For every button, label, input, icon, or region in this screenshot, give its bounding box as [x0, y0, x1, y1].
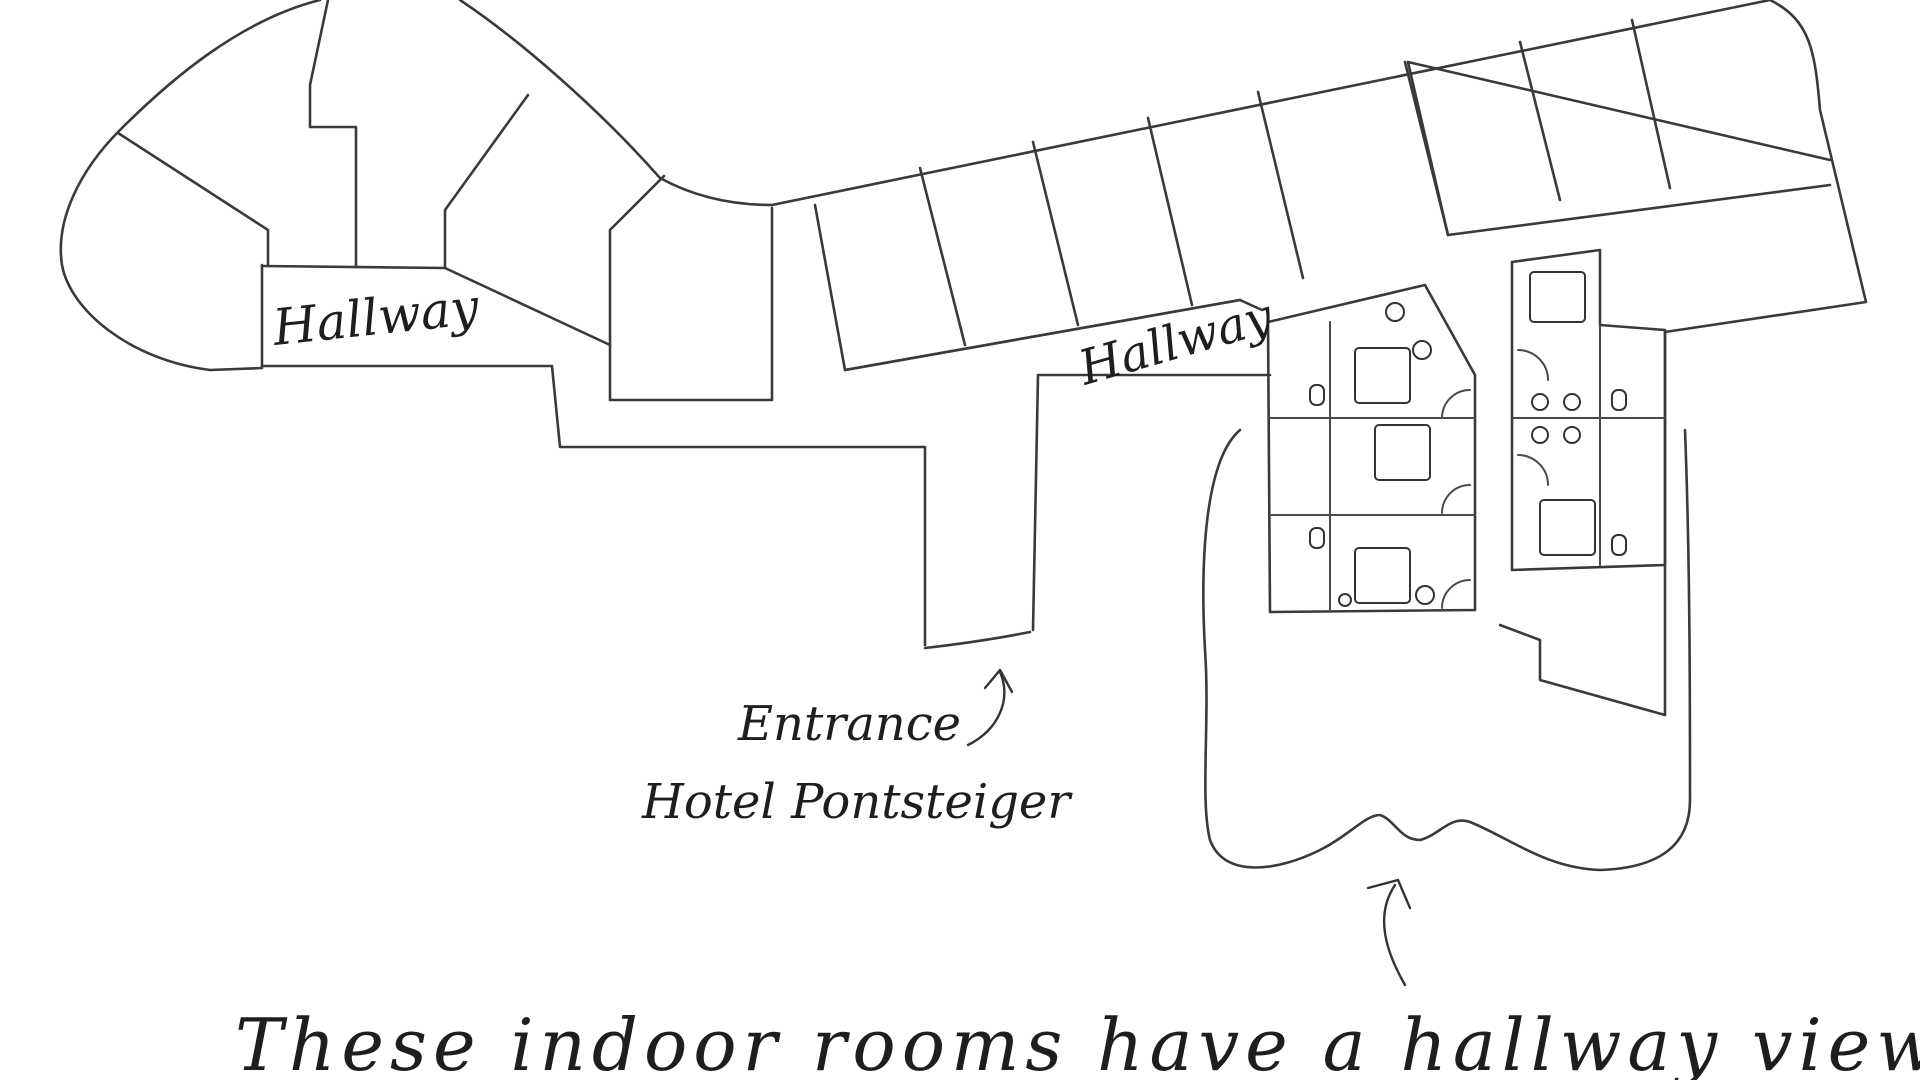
hallway-label-right: Hallway: [1072, 288, 1280, 397]
upper-room-divider-1: [918, 166, 967, 347]
upper-room-divider-3: [1146, 116, 1194, 307]
upper-wing-bottom-2: [1446, 183, 1832, 237]
left-room-divider-4: [608, 174, 666, 347]
left-wing: [59, 0, 1032, 650]
hotel-name-label: Hotel Pontsteiger: [641, 774, 1073, 830]
left-hallway-top: [260, 206, 774, 402]
chair-icon: [1385, 302, 1405, 322]
door-swing-icon: [1441, 579, 1471, 609]
rooms-block-left-outline: [1266, 283, 1477, 614]
rooms-block-left: [1266, 283, 1477, 614]
left-lower-wall: [260, 364, 927, 647]
sink-icon: [1611, 389, 1627, 411]
left-bottom-edge: [923, 630, 1032, 650]
central-hallway: [843, 298, 1272, 632]
atrium-arrow-head: [1366, 878, 1412, 910]
chair-icon: [1412, 340, 1432, 360]
central-hallway-lower: [1031, 373, 1272, 632]
bed-icon: [1529, 271, 1586, 323]
central-hallway-upper: [843, 298, 1264, 372]
door-swing-icon: [1441, 389, 1471, 419]
door-swing-icon: [1517, 349, 1549, 381]
sink-icon: [1309, 527, 1325, 549]
entrance-arrow: [966, 670, 1006, 747]
left-room-divider-3: [443, 93, 530, 270]
chair-icon: [1531, 393, 1549, 411]
rooms-block-right: [1510, 248, 1667, 572]
door-swing-icon: [1441, 484, 1471, 514]
atrium: [1202, 428, 1692, 872]
entrance-arrow-head: [983, 668, 1014, 694]
upper-room-divider-6: [1630, 18, 1672, 190]
chair-icon: [1563, 426, 1581, 444]
chair-icon: [1531, 426, 1549, 444]
upper-wing-top: [770, 0, 1772, 207]
left-room-divider-2: [308, 0, 358, 268]
upper-wing-right-curve: [1498, 0, 1868, 717]
upper-room-divider-5: [1518, 40, 1562, 202]
bed-icon: [1354, 347, 1411, 404]
atrium-arrow: [1382, 883, 1407, 987]
entrance-label: Entrance: [737, 696, 961, 752]
upper-wing: [770, 0, 1868, 717]
upper-room-divider-4: [1256, 90, 1305, 280]
left-room-divider-1: [116, 131, 270, 268]
left-wing-outline: [59, 0, 322, 372]
bed-icon: [1374, 424, 1431, 481]
hallway-label-left: Hallway: [269, 278, 482, 357]
rooms-block-right-outline: [1510, 248, 1667, 572]
caption-text: These indoor rooms have a hallway view: [235, 1003, 1920, 1080]
top-connector-curve: [458, 0, 774, 207]
bed-icon: [1354, 547, 1411, 604]
atrium-outline: [1202, 428, 1692, 872]
sink-icon: [1309, 384, 1325, 406]
chair-icon: [1415, 585, 1435, 605]
upper-room-divider-2: [1031, 140, 1080, 327]
upper-wing-corridor-line: [1406, 60, 1832, 237]
sink-icon: [1611, 534, 1627, 556]
bed-icon: [1539, 499, 1596, 556]
chair-icon: [1338, 593, 1352, 607]
door-swing-icon: [1517, 454, 1549, 486]
chair-icon: [1563, 393, 1581, 411]
